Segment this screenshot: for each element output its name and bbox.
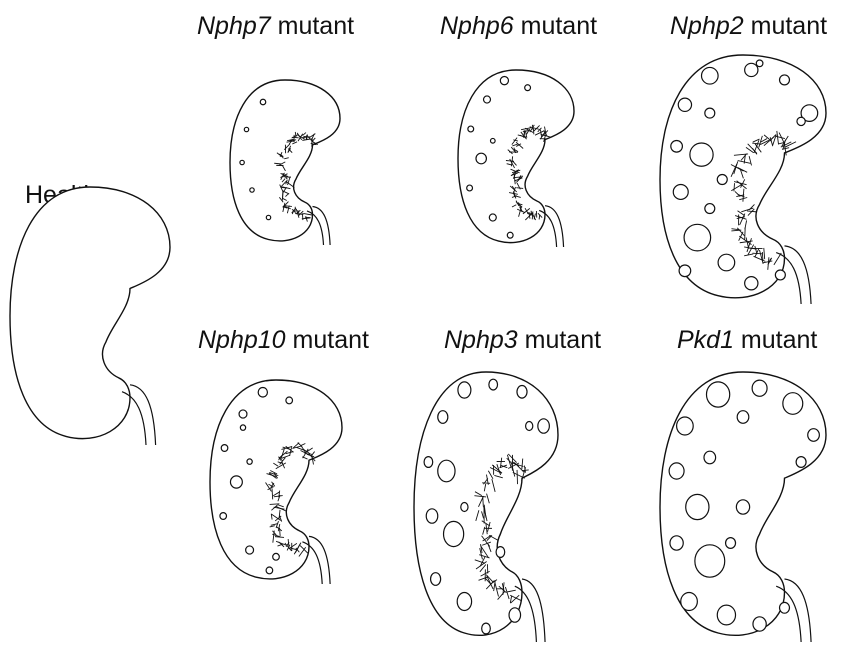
cyst (476, 153, 486, 164)
kidney-outline (414, 372, 558, 635)
cyst (431, 573, 441, 586)
cyst (258, 387, 267, 397)
cyst (246, 546, 254, 554)
cyst (250, 188, 254, 192)
cyst (808, 429, 820, 442)
cyst (273, 553, 280, 560)
cyst (756, 60, 763, 67)
cyst (706, 382, 729, 407)
cyst (286, 397, 293, 404)
cyst (717, 605, 735, 625)
cyst (426, 509, 438, 523)
kidney-nphp2 (660, 55, 826, 304)
cyst (783, 393, 803, 415)
cyst (467, 185, 473, 191)
cyst (705, 108, 715, 118)
cyst (736, 500, 749, 514)
cyst (457, 593, 471, 611)
cyst (780, 75, 790, 85)
cyst (677, 417, 694, 435)
cyst (509, 608, 521, 622)
kidney-outline (458, 70, 574, 243)
cyst (244, 127, 248, 131)
cyst (797, 117, 805, 125)
cyst (726, 538, 736, 549)
cyst (705, 204, 715, 214)
cyst (669, 463, 684, 479)
cyst (496, 547, 505, 558)
cyst (517, 386, 527, 399)
cyst (221, 445, 228, 452)
cyst (461, 503, 468, 512)
kidney-healthy (10, 187, 170, 445)
cyst (681, 593, 698, 611)
cyst (468, 126, 474, 132)
cyst (796, 457, 806, 468)
cyst (745, 277, 758, 290)
cyst (745, 63, 758, 76)
cyst (482, 623, 491, 634)
cyst (230, 476, 242, 488)
cyst (538, 419, 550, 433)
cyst (673, 184, 688, 199)
cyst (695, 545, 725, 577)
cyst (775, 270, 785, 280)
cyst (438, 411, 448, 424)
cyst (670, 536, 683, 550)
kidney-nphp10 (210, 380, 342, 584)
cyst (507, 232, 513, 238)
cyst (717, 175, 727, 185)
cyst (690, 143, 713, 166)
cyst (737, 411, 749, 424)
cyst (260, 99, 266, 105)
cyst (266, 567, 273, 574)
cyst (679, 265, 691, 277)
cyst (753, 617, 766, 631)
kidney-outline (210, 380, 342, 579)
cyst (220, 513, 227, 520)
cyst (484, 96, 491, 103)
cyst (444, 521, 464, 546)
cyst (702, 67, 719, 84)
kidney-pkd1 (660, 372, 826, 642)
cyst (247, 459, 252, 464)
cyst (490, 138, 495, 143)
cyst (678, 98, 691, 111)
cyst (240, 160, 244, 164)
cyst (438, 460, 455, 482)
kidney-outline (10, 187, 170, 439)
cyst (686, 494, 709, 519)
cyst (704, 451, 716, 464)
cyst (526, 422, 533, 431)
kidney-nphp7 (230, 80, 340, 245)
kidney-outline (230, 80, 340, 241)
cyst (671, 140, 683, 152)
cyst (684, 224, 711, 251)
kidney-nphp3 (414, 372, 558, 642)
cyst (500, 76, 508, 84)
cyst (458, 382, 471, 398)
cyst (489, 379, 498, 390)
cyst (266, 215, 270, 219)
cyst (240, 425, 245, 430)
cyst (489, 214, 496, 221)
kidney-nphp6 (458, 70, 574, 247)
cyst (752, 380, 767, 396)
cyst (718, 254, 735, 271)
cyst (780, 602, 790, 613)
cyst (525, 85, 531, 91)
cyst (424, 457, 433, 468)
cyst (239, 410, 247, 418)
